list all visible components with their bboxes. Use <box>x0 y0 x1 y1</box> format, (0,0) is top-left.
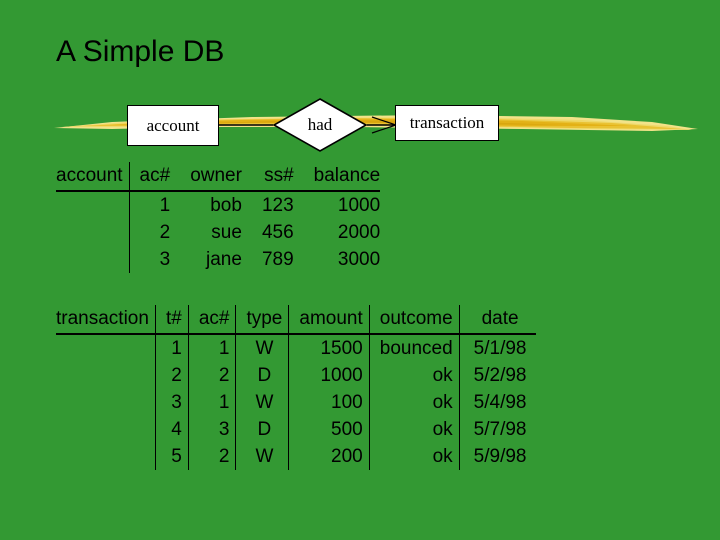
account-cell-owner: bob <box>210 195 242 216</box>
table-row: 1 bob 123 1000 <box>56 191 380 219</box>
account-cell-balance: 2000 <box>337 222 381 243</box>
transaction-cell-date: 5/1/98 <box>458 334 537 362</box>
transaction-cell-type: W <box>235 334 289 362</box>
table-row: 5 2 W 200 ok 5/9/98 <box>56 443 537 470</box>
account-col-balance: balance <box>299 162 381 192</box>
transaction-cell-amount: 1500 <box>288 334 370 362</box>
transaction-cell-amount: 1000 <box>288 362 370 389</box>
table-row: 4 3 D 500 ok 5/7/98 <box>56 416 537 443</box>
er-relationship-had[interactable] <box>272 97 368 153</box>
account-table-header-row: account ac# owner ss# balance <box>56 162 381 192</box>
transaction-col-type: type <box>235 305 289 335</box>
transaction-cell-amount: 500 <box>288 416 370 443</box>
account-cell-balance: 3000 <box>337 249 381 270</box>
transaction-cell-type: D <box>235 362 289 389</box>
transaction-cell-ac: 3 <box>187 416 236 443</box>
transaction-col-t: t# <box>154 305 189 335</box>
transaction-cell-date: 5/4/98 <box>458 389 537 416</box>
transaction-cell-amount: 200 <box>288 443 370 470</box>
account-table-name: account <box>56 162 130 192</box>
transaction-col-outcome: outcome <box>368 305 460 335</box>
er-entity-account[interactable]: account <box>127 105 219 146</box>
account-cell-ac: 3 <box>128 246 177 273</box>
transaction-cell-date: 5/9/98 <box>458 443 537 470</box>
transaction-cell-type: W <box>235 389 289 416</box>
transaction-table: transaction t# ac# type amount outcome d… <box>56 305 537 470</box>
transaction-cell-date: 5/2/98 <box>458 362 537 389</box>
table-row: 2 2 D 1000 ok 5/2/98 <box>56 362 537 389</box>
transaction-row-spacer <box>56 443 155 470</box>
transaction-row-spacer <box>56 389 155 416</box>
account-col-owner: owner <box>176 162 248 192</box>
transaction-row-spacer <box>56 416 155 443</box>
table-row: 3 jane 789 3000 <box>56 246 380 273</box>
transaction-cell-outcome: ok <box>368 416 460 443</box>
table-row: 3 1 W 100 ok 5/4/98 <box>56 389 537 416</box>
account-cell-ac: 2 <box>128 219 177 246</box>
transaction-row-spacer <box>56 334 155 362</box>
transaction-cell-t: 1 <box>154 334 189 362</box>
transaction-table-header-row: transaction t# ac# type amount outcome d… <box>56 305 537 335</box>
er-connector-lines <box>219 116 397 134</box>
account-cell-ss: 789 <box>261 249 294 270</box>
transaction-cell-t: 5 <box>154 443 189 470</box>
account-cell-balance: 1000 <box>337 195 381 216</box>
account-cell-ss: 123 <box>261 195 294 216</box>
page-title: A Simple DB <box>56 35 225 68</box>
account-cell-ac: 1 <box>128 191 177 219</box>
transaction-table-grid: transaction t# ac# type amount outcome d… <box>56 305 537 470</box>
transaction-cell-type: D <box>235 416 289 443</box>
transaction-col-ac: ac# <box>187 305 236 335</box>
account-table-grid: account ac# owner ss# balance 1 bob 123 … <box>56 162 381 273</box>
account-cell-owner: jane <box>206 249 242 270</box>
account-row-spacer <box>56 191 129 219</box>
transaction-cell-outcome: ok <box>368 443 460 470</box>
account-col-ss: ss# <box>247 162 300 192</box>
transaction-cell-ac: 2 <box>187 443 236 470</box>
transaction-cell-ac: 1 <box>187 334 236 362</box>
table-row: 2 sue 456 2000 <box>56 219 380 246</box>
er-entity-transaction-label: transaction <box>409 113 485 132</box>
er-entity-transaction[interactable]: transaction <box>395 105 499 141</box>
transaction-col-date: date <box>458 305 537 335</box>
transaction-cell-t: 4 <box>154 416 189 443</box>
transaction-table-name: transaction <box>56 305 156 335</box>
account-col-ac: ac# <box>128 162 177 192</box>
transaction-cell-outcome: ok <box>368 362 460 389</box>
transaction-cell-t: 3 <box>154 389 189 416</box>
table-row: 1 1 W 1500 bounced 5/1/98 <box>56 334 537 362</box>
transaction-cell-date: 5/7/98 <box>458 416 537 443</box>
account-row-spacer <box>56 219 129 246</box>
er-diagram: account had transaction <box>0 96 720 154</box>
transaction-cell-outcome: bounced <box>368 334 460 362</box>
transaction-cell-ac: 1 <box>187 389 236 416</box>
transaction-col-amount: amount <box>288 305 370 335</box>
transaction-cell-ac: 2 <box>187 362 236 389</box>
transaction-row-spacer <box>56 362 155 389</box>
transaction-cell-t: 2 <box>154 362 189 389</box>
transaction-cell-amount: 100 <box>288 389 370 416</box>
account-row-spacer <box>56 246 129 273</box>
er-entity-account-label: account <box>146 115 200 135</box>
transaction-cell-outcome: ok <box>368 389 460 416</box>
account-cell-owner: sue <box>211 222 242 243</box>
account-cell-ss: 456 <box>261 222 294 243</box>
account-table: account ac# owner ss# balance 1 bob 123 … <box>56 162 381 273</box>
transaction-cell-type: W <box>235 443 289 470</box>
